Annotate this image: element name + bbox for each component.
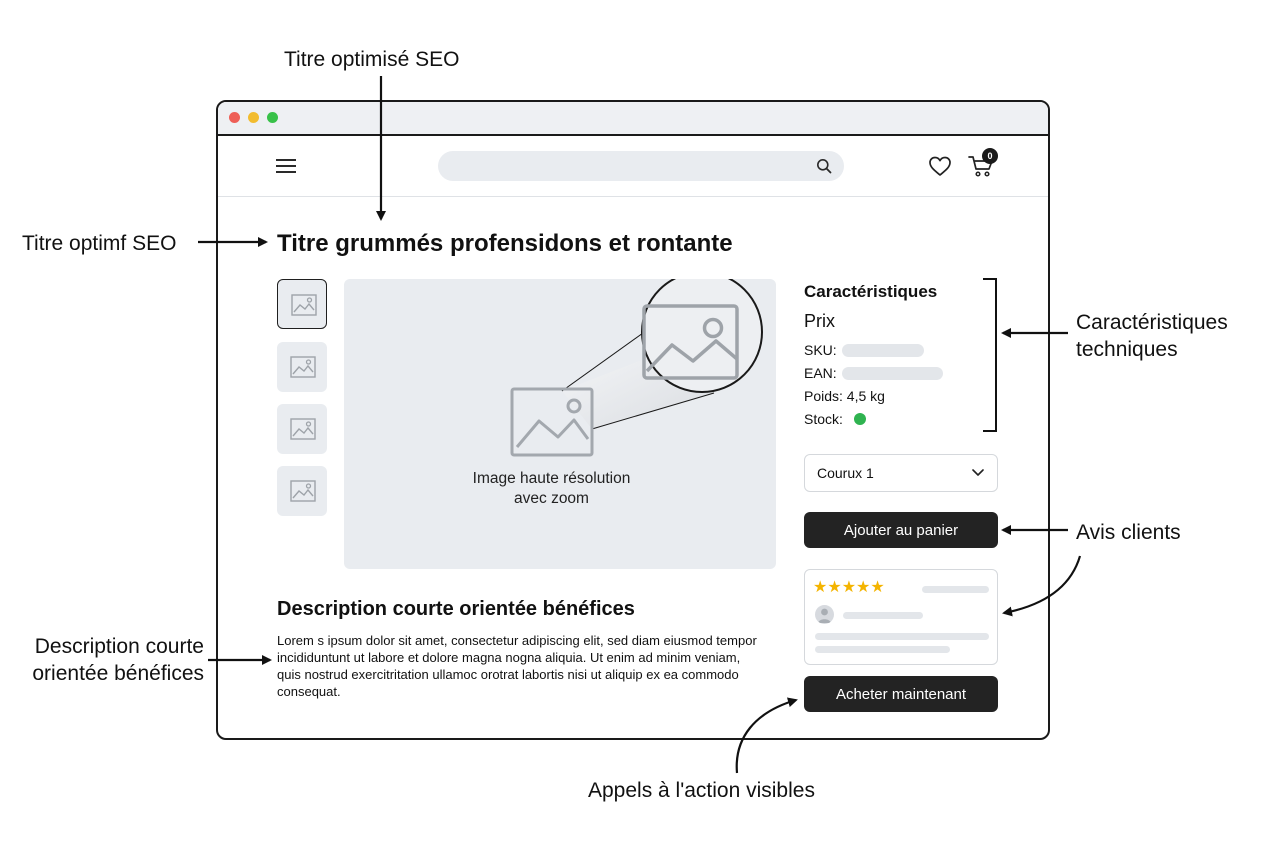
product-thumbnail[interactable] bbox=[277, 342, 327, 392]
description-title: Description courte orientée bénéfices bbox=[277, 598, 635, 620]
sku-value-placeholder bbox=[842, 344, 924, 357]
window-minimize-dot[interactable] bbox=[248, 112, 259, 123]
callout-seo-title-left: Titre optimf SEO bbox=[22, 232, 177, 255]
heart-icon[interactable] bbox=[928, 155, 952, 177]
stock-status-icon bbox=[854, 413, 866, 425]
ean-label: EAN: bbox=[804, 365, 837, 381]
search-bar[interactable] bbox=[438, 151, 844, 183]
product-thumbnail[interactable] bbox=[277, 279, 327, 329]
cart-count-badge: 0 bbox=[982, 148, 998, 164]
variant-select[interactable]: Courux 1 bbox=[804, 454, 998, 492]
review-skeleton-line bbox=[815, 633, 989, 640]
callout-seo-title-top: Titre optimisé SEO bbox=[284, 48, 460, 71]
description-text: Lorem s ipsum dolor sit amet, consectetu… bbox=[277, 633, 757, 699]
search-input[interactable] bbox=[452, 151, 806, 183]
image-placeholder-icon bbox=[510, 387, 594, 457]
site-navbar: 0 bbox=[218, 136, 1048, 197]
chevron-down-icon bbox=[972, 469, 984, 476]
review-skeleton-line bbox=[815, 646, 950, 653]
stock-label: Stock: bbox=[804, 411, 843, 427]
sku-label: SKU: bbox=[804, 342, 837, 358]
specs-title: Caractéristiques bbox=[804, 282, 938, 301]
image-placeholder-icon bbox=[290, 356, 316, 378]
customer-review-card: ★★★★★ bbox=[804, 569, 998, 665]
product-thumbnail[interactable] bbox=[277, 404, 327, 454]
browser-titlebar bbox=[218, 102, 1048, 136]
weight-spec: Poids: 4,5 kg bbox=[804, 388, 885, 404]
window-maximize-dot[interactable] bbox=[267, 112, 278, 123]
search-icon[interactable] bbox=[816, 158, 832, 174]
product-thumbnail[interactable] bbox=[277, 466, 327, 516]
buy-now-button[interactable]: Acheter maintenant bbox=[804, 676, 998, 712]
variant-selected-value: Courux 1 bbox=[817, 465, 874, 481]
ean-value-placeholder bbox=[842, 367, 943, 380]
callout-technical-specs: Caractéristiques techniques bbox=[1076, 311, 1228, 362]
rating-stars-icon: ★★★★★ bbox=[813, 579, 885, 596]
menu-icon[interactable] bbox=[276, 158, 298, 174]
window-close-dot[interactable] bbox=[229, 112, 240, 123]
browser-window: 0 Titre grummés profensidons et rontante bbox=[216, 100, 1050, 740]
review-skeleton-line bbox=[922, 586, 989, 593]
callout-short-description: Description courte orientée bénéfices bbox=[32, 635, 204, 686]
review-skeleton-line bbox=[843, 612, 923, 619]
callout-customer-reviews: Avis clients bbox=[1076, 521, 1181, 544]
image-placeholder-icon bbox=[290, 480, 316, 502]
product-title: Titre grummés profensidons et rontante bbox=[277, 230, 733, 257]
callout-visible-cta: Appels à l'action visibles bbox=[588, 779, 815, 802]
price-label: Prix bbox=[804, 311, 835, 331]
image-placeholder-icon bbox=[290, 418, 316, 440]
add-to-cart-button[interactable]: Ajouter au panier bbox=[804, 512, 998, 548]
avatar bbox=[815, 605, 834, 624]
zoom-image-graphic bbox=[510, 279, 763, 457]
image-placeholder-icon bbox=[291, 294, 317, 316]
main-product-image[interactable]: Image haute résolution avec zoom bbox=[344, 279, 776, 569]
zoom-lens-icon bbox=[641, 279, 763, 393]
image-caption: Image haute résolution avec zoom bbox=[472, 470, 631, 507]
